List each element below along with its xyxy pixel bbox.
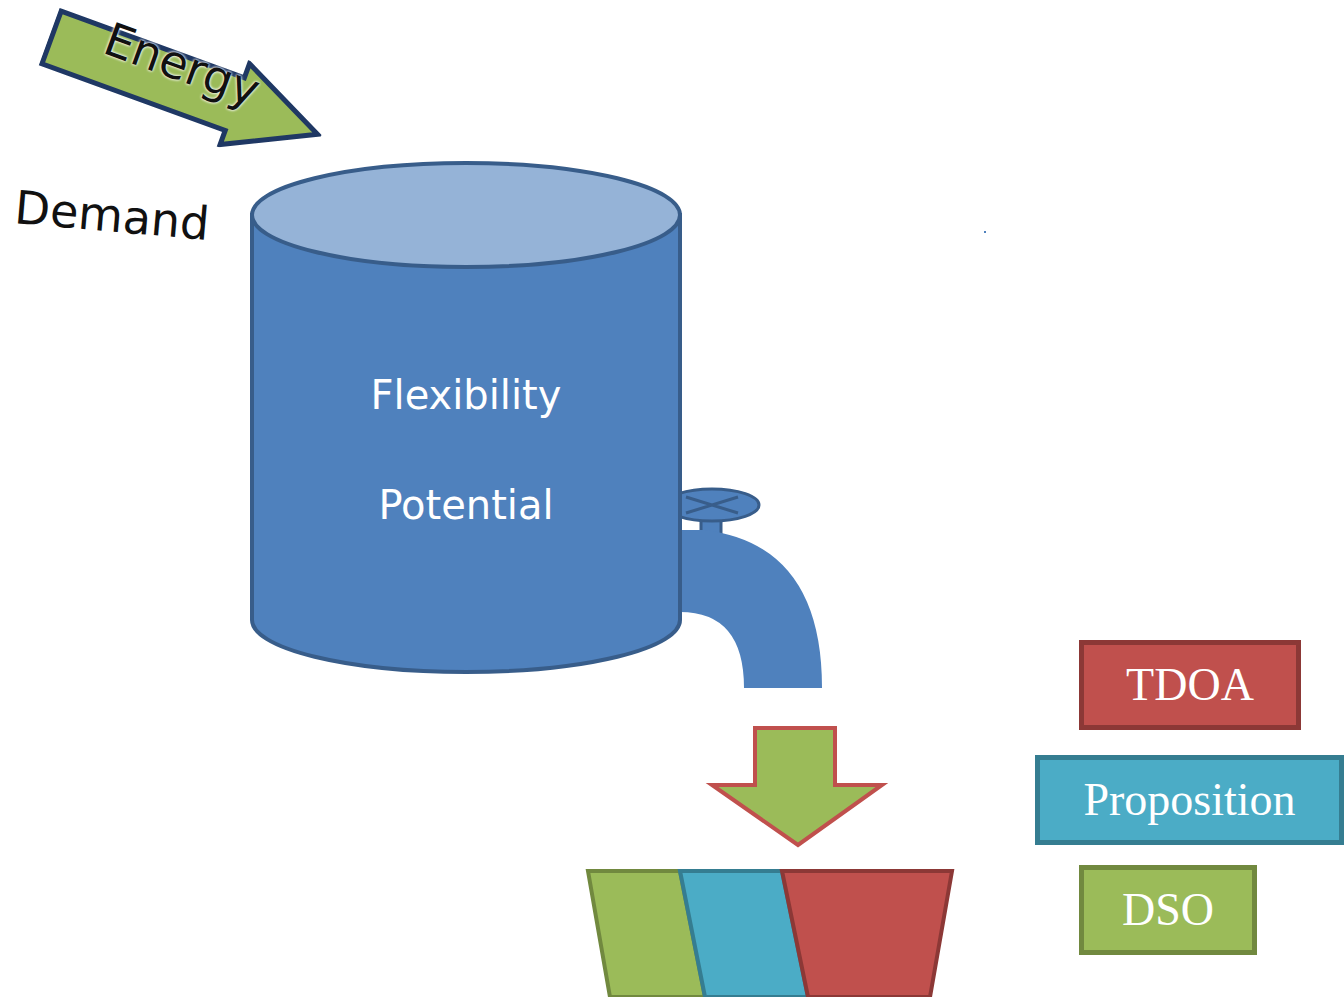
barrel-label: Flexibility Potential — [316, 340, 616, 560]
legend-text: DSO — [1122, 884, 1214, 935]
funnel-tdoa — [782, 871, 952, 997]
dot — [984, 231, 986, 233]
barrel-top — [252, 163, 680, 267]
valve-cross — [686, 497, 738, 513]
legend-text: TDOA — [1126, 659, 1254, 710]
flexibility-barrel: Flexibility Potential — [250, 160, 682, 675]
legend-swatch: DSO — [1079, 865, 1257, 955]
tap-spout — [680, 530, 822, 688]
arrow-shape — [37, 0, 332, 175]
legend-swatch: TDOA — [1079, 640, 1301, 730]
barrel-body — [252, 215, 680, 672]
legend-swatch: Proposition — [1035, 755, 1344, 845]
legend-text: Proposition — [1083, 774, 1295, 825]
demand-label: Demand — [13, 180, 212, 251]
energy-arrow: Energy — [33, 0, 337, 179]
text-holder: Flexibility Potential — [250, 340, 682, 560]
down-arrow — [712, 728, 882, 845]
